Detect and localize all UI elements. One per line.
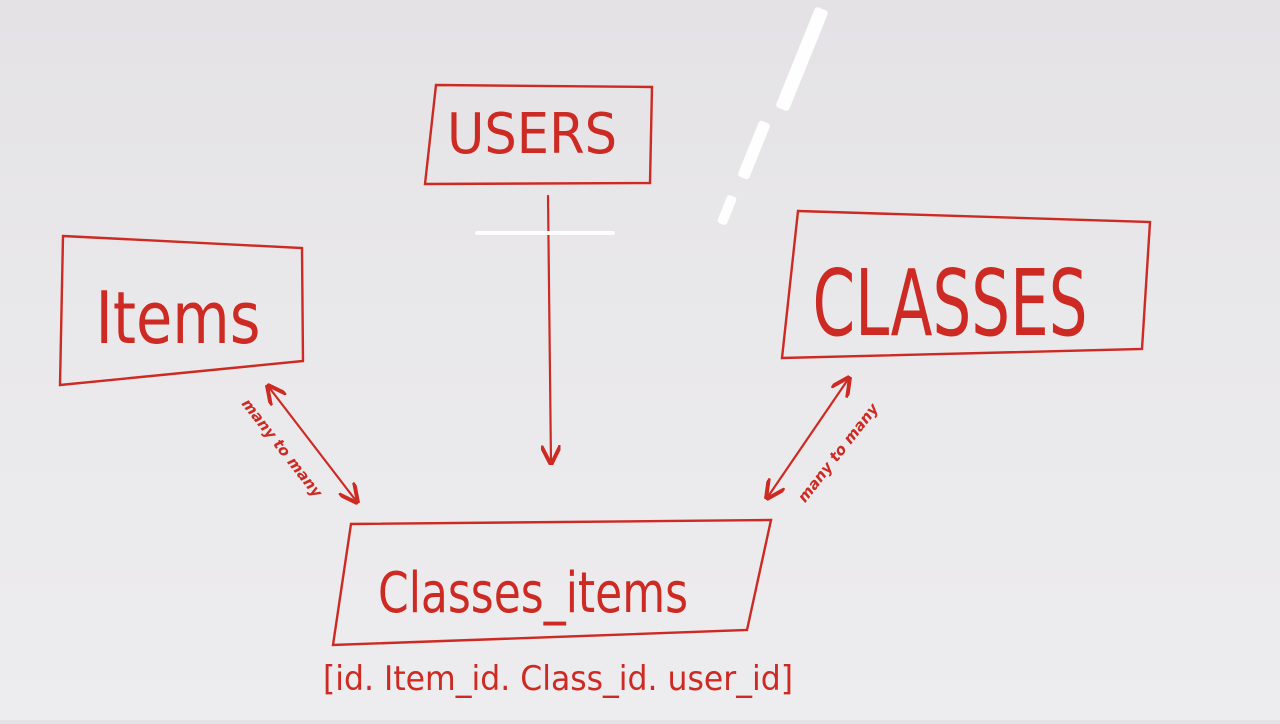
- entity-classes-items-box: [331, 518, 773, 647]
- entity-classes-items: Classes_items: [331, 518, 773, 647]
- entity-items: Items: [58, 234, 305, 387]
- relation-label-classes: many to many: [794, 399, 883, 506]
- entity-items-box: [58, 234, 305, 387]
- entity-users-box: [423, 83, 654, 186]
- relation-label-items: many to many: [238, 395, 327, 502]
- items-classes-items-arrow: [268, 386, 357, 502]
- entity-users-label: USERS: [447, 102, 617, 167]
- entity-classes-items-label: Classes_items: [378, 561, 688, 626]
- entity-classes-box: [780, 209, 1152, 360]
- entity-items-label: Items: [96, 276, 261, 360]
- glare-reflection: [475, 231, 615, 235]
- entity-users: USERS: [423, 83, 654, 186]
- entity-classes-label: CLASSES: [813, 250, 1088, 357]
- fields-note: [id. Item_id. Class_id. user_id]: [323, 659, 793, 699]
- users-to-classes-items-arrow: [548, 194, 551, 463]
- classes-classes-items-arrow: [767, 378, 849, 498]
- entity-classes: CLASSES: [780, 209, 1152, 360]
